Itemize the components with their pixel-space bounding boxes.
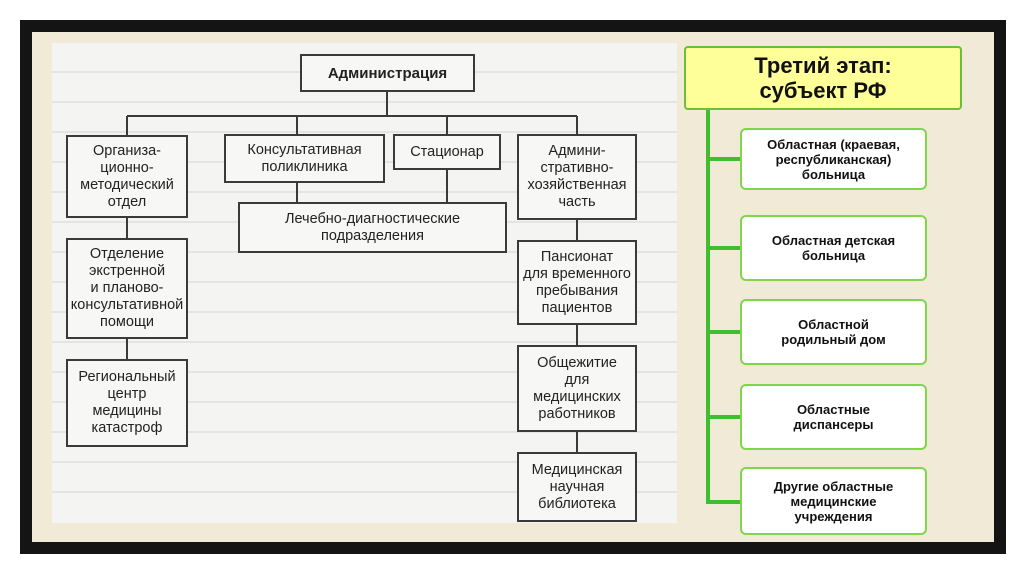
dispensaries-box: Областные диспансеры <box>740 384 927 450</box>
regional-hospital-box: Областная (краевая, республиканская) бол… <box>740 128 927 190</box>
emergency-dept-box: Отделение экстренной и планово- консульт… <box>66 238 188 339</box>
org-method-dept-box: Организа- ционно- методический отдел <box>66 135 188 218</box>
children-hospital-box: Областная детская больница <box>740 215 927 281</box>
administration-box: Администрация <box>300 54 475 92</box>
other-institutions-box: Другие областные медицинские учреждения <box>740 467 927 535</box>
diagnostic-units-box: Лечебно-диагностические подразделения <box>238 202 507 253</box>
admin-econ-box: Админи- стративно- хозяйственная часть <box>517 134 637 220</box>
dormitory-box: Общежитие для медицинских работников <box>517 345 637 432</box>
boarding-house-box: Пансионат для временного пребывания паци… <box>517 240 637 325</box>
hospital-box: Стационар <box>393 134 501 170</box>
third-stage-title: Третий этап: субъект РФ <box>684 46 962 110</box>
consult-polyclinic-box: Консультативная поликлиника <box>224 134 385 183</box>
disaster-center-box: Региональный центр медицины катастроф <box>66 359 188 447</box>
maternity-home-box: Областной родильный дом <box>740 299 927 365</box>
library-box: Медицинская научная библиотека <box>517 452 637 522</box>
